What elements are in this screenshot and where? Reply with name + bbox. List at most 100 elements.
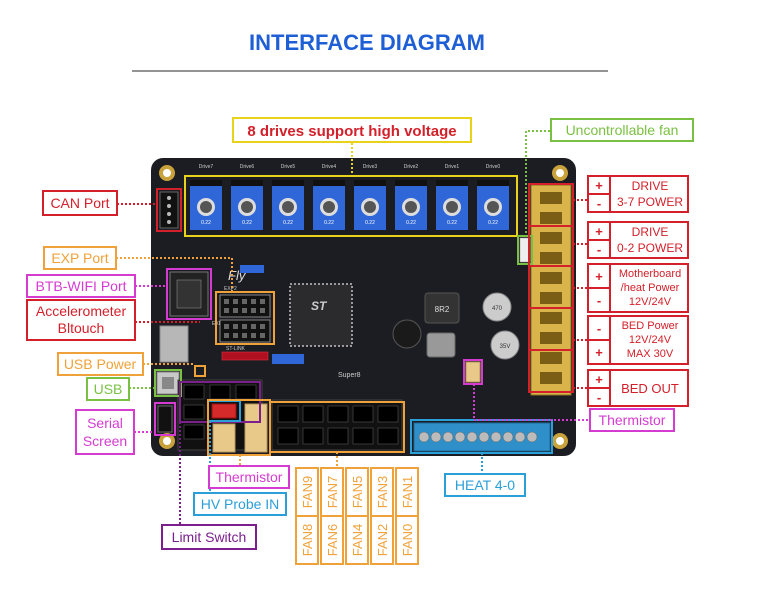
- power-text: MAX 30V: [627, 348, 674, 360]
- fan-label: FAN3: [375, 476, 390, 509]
- inductor: [424, 292, 460, 324]
- drive-label: Drive0: [486, 164, 501, 170]
- buzzer: [392, 319, 422, 349]
- module-text: 0.22: [447, 220, 457, 226]
- cap-voltage: 35V: [500, 344, 511, 350]
- can-highlight: [156, 188, 182, 232]
- exp1-silk: EXP1: [212, 321, 225, 327]
- thermistor-header: [212, 423, 236, 453]
- exp1-connector: [219, 319, 271, 343]
- accelerometer-label: Accelerometer: [36, 303, 127, 319]
- drive-label: Drive2: [404, 164, 419, 170]
- limit-switch-label: Limit Switch: [172, 529, 247, 545]
- can-port-label: CAN Port: [50, 195, 109, 211]
- st-link-silk: ST-LINK: [226, 346, 246, 352]
- chip-logo: ST: [311, 299, 328, 313]
- can-connector: [159, 191, 179, 229]
- power-text: BED Power: [622, 320, 679, 332]
- thermistor-right-box: [589, 408, 675, 432]
- st-link-header: [221, 351, 269, 361]
- module-text: 0.22: [406, 220, 416, 226]
- drive-label: Drive6: [240, 164, 255, 170]
- blue-header: [240, 265, 264, 273]
- exp2-connector: [219, 294, 271, 318]
- thermistor-left-label: Thermistor: [216, 469, 283, 485]
- driver-module: [477, 180, 509, 230]
- thermistor-header: [244, 403, 268, 453]
- usb-power-highlight: [194, 365, 206, 377]
- drive-label: Drive5: [281, 164, 296, 170]
- hv-probe-label: HV Probe IN: [201, 496, 280, 512]
- driver-module-text: 0.22 0.22 0.22 0.22 0.22 0.22 0.22 0.22: [201, 220, 498, 226]
- btb-wifi-label: BTB-WIFI Port: [36, 278, 127, 294]
- driver-module: [313, 180, 345, 230]
- serial-screen-box: [75, 409, 135, 455]
- serial-label: Serial: [87, 415, 123, 431]
- fan-label: FAN5: [350, 476, 365, 509]
- btb-highlight: [166, 268, 212, 320]
- usb-box: [86, 377, 130, 401]
- thermistor-header-right: [465, 361, 481, 383]
- power-text: 12V/24V: [629, 334, 672, 346]
- mounting-holes: [159, 165, 568, 449]
- power-text: DRIVE: [632, 179, 669, 193]
- exp-port-box: [43, 246, 117, 270]
- cap-value: 470: [492, 306, 503, 312]
- fan-box: [295, 515, 319, 565]
- fan-box: [395, 515, 419, 565]
- thermistor-right-label: Thermistor: [599, 412, 666, 428]
- fan-label: FAN7: [325, 476, 340, 509]
- page-title: INTERFACE DIAGRAM: [249, 30, 485, 55]
- blue-header-2: [272, 354, 304, 364]
- power-sign: +: [595, 224, 603, 239]
- serial-highlight: [154, 402, 176, 436]
- power-sign: +: [595, 372, 603, 387]
- fan-label: FAN6: [325, 524, 340, 557]
- power-labels: + - DRIVE 3-7 POWER + - DRIVE 0-2 POWER …: [587, 175, 689, 407]
- usb-power-label: USB Power: [64, 356, 137, 372]
- usb-power-box: [57, 352, 144, 376]
- power-sign: +: [595, 269, 603, 284]
- drive-silk-labels: Drive7 Drive6 Drive5 Drive4 Drive3 Drive…: [199, 164, 501, 170]
- power-sign: +: [595, 345, 603, 360]
- accelerometer-box: [26, 299, 136, 341]
- btb-wifi-box: [26, 274, 136, 298]
- fan-label: FAN1: [400, 476, 415, 509]
- driver-module: [231, 180, 263, 230]
- power-sign: -: [597, 390, 601, 405]
- microsd-slot: [159, 325, 189, 363]
- hv-probe-box: [193, 492, 287, 516]
- capacitor: [490, 330, 520, 360]
- heat-box: [444, 473, 526, 497]
- module-text: 0.22: [242, 220, 252, 226]
- exp-port-label: EXP Port: [51, 250, 108, 266]
- fan-label: FAN9: [300, 476, 315, 509]
- inductor-label: 8R2: [435, 305, 450, 314]
- module-text: 0.22: [365, 220, 375, 226]
- hv-probe-header: [211, 403, 237, 419]
- power-text: /heat Power: [621, 282, 680, 294]
- motherboard: Drive7 Drive6 Drive5 Drive4 Drive3 Drive…: [151, 158, 576, 456]
- power-text: DRIVE: [632, 225, 669, 239]
- serial-header: [157, 405, 173, 433]
- module-text: 0.22: [324, 220, 334, 226]
- fan-label: FAN8: [300, 524, 315, 557]
- drive-label: Drive4: [322, 164, 337, 170]
- bltouch-label: Bltouch: [58, 320, 105, 336]
- fan-box: [370, 515, 394, 565]
- exp2-silk: EXP2: [224, 286, 237, 292]
- power-sign: +: [595, 178, 603, 193]
- module-text: 0.22: [283, 220, 293, 226]
- model-silk: Super8: [338, 372, 361, 379]
- power-sign: -: [597, 321, 601, 336]
- driver-module: [395, 180, 427, 230]
- drive-label: Drive3: [363, 164, 378, 170]
- driver-module: [272, 180, 304, 230]
- fan-box: [320, 515, 344, 565]
- fan-label: FAN4: [350, 524, 365, 557]
- power-text: 12V/24V: [629, 296, 672, 308]
- driver-module: [354, 180, 386, 230]
- heat-label: HEAT 4-0: [455, 477, 515, 493]
- thermistor-left-box: [208, 465, 290, 489]
